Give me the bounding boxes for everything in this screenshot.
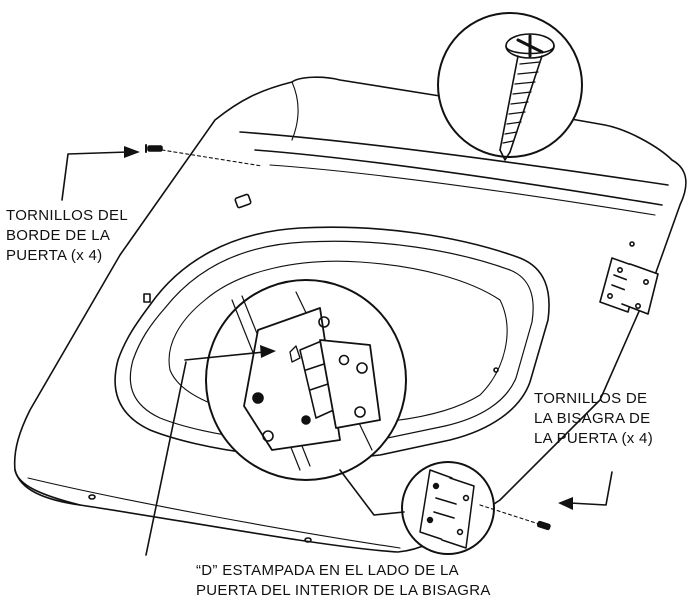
window-frame-inner bbox=[129, 240, 534, 444]
door-edge-screws-line-1: TORNILLOS DEL bbox=[6, 207, 128, 224]
door-top-bend bbox=[291, 81, 299, 141]
door-front-edge-line bbox=[27, 477, 401, 549]
door-hinge-screws-line-2: LA BISAGRA DE bbox=[534, 410, 651, 427]
door-edge-screws-line-2: BORDE DE LA bbox=[6, 227, 111, 244]
hinge-screw-arrowhead bbox=[558, 497, 573, 510]
front-screw-hole-1 bbox=[88, 494, 96, 500]
door-edge-screws-label: TORNILLOS DEL BORDE DE LA PUERTA (x 4) bbox=[6, 206, 128, 266]
window-glass bbox=[168, 260, 508, 425]
door-edge-hole bbox=[629, 241, 635, 247]
d-stamp-leader bbox=[145, 361, 187, 556]
edge-screw bbox=[145, 144, 163, 153]
hinge-zoom-connector bbox=[339, 469, 405, 516]
door-panel-outline bbox=[13, 76, 687, 553]
window-frame-outer bbox=[114, 226, 550, 459]
side-tab bbox=[143, 293, 151, 303]
d-stamp-arrowhead bbox=[260, 345, 276, 358]
front-screw-hole-2 bbox=[304, 537, 312, 543]
edge-screw-arrowhead bbox=[124, 146, 140, 158]
d-stamp-label: “D” ESTAMPADA EN EL LADO DE LA PUERTA DE… bbox=[196, 561, 491, 601]
door-top-edge bbox=[239, 131, 669, 186]
d-stamp-arrow bbox=[184, 351, 265, 361]
hinge-detail-icon bbox=[419, 469, 475, 549]
door-edge-hole-2 bbox=[493, 367, 499, 373]
door-top-edge-inner bbox=[254, 149, 663, 206]
d-stamp-line-2: PUERTA DEL INTERIOR DE LA BISAGRA bbox=[196, 582, 491, 599]
door-hinge-screws-line-3: LA PUERTA (x 4) bbox=[534, 430, 653, 447]
door-hinge-screws-label: TORNILLOS DE LA BISAGRA DE LA PUERTA (x … bbox=[534, 389, 653, 449]
hinge-upper bbox=[599, 257, 659, 315]
latch-slot bbox=[234, 193, 252, 209]
hinge-screw-path bbox=[479, 504, 543, 526]
hinge-icon bbox=[231, 291, 381, 471]
edge-screw-arrow bbox=[61, 151, 129, 201]
door-top-edge-inner2 bbox=[269, 164, 656, 216]
screw-icon bbox=[499, 33, 555, 161]
door-hinge-screws-line-1: TORNILLOS DE bbox=[534, 390, 648, 407]
screw-zoom-circle bbox=[437, 12, 583, 158]
edge-screw-path bbox=[161, 149, 263, 167]
hinge-screw-arrow bbox=[569, 471, 613, 506]
door-edge-screws-line-3: PUERTA (x 4) bbox=[6, 247, 103, 264]
hinge-screw bbox=[536, 520, 551, 531]
door-front-edge bbox=[14, 469, 81, 506]
d-stamp-line-1: “D” ESTAMPADA EN EL LADO DE LA bbox=[196, 562, 459, 579]
